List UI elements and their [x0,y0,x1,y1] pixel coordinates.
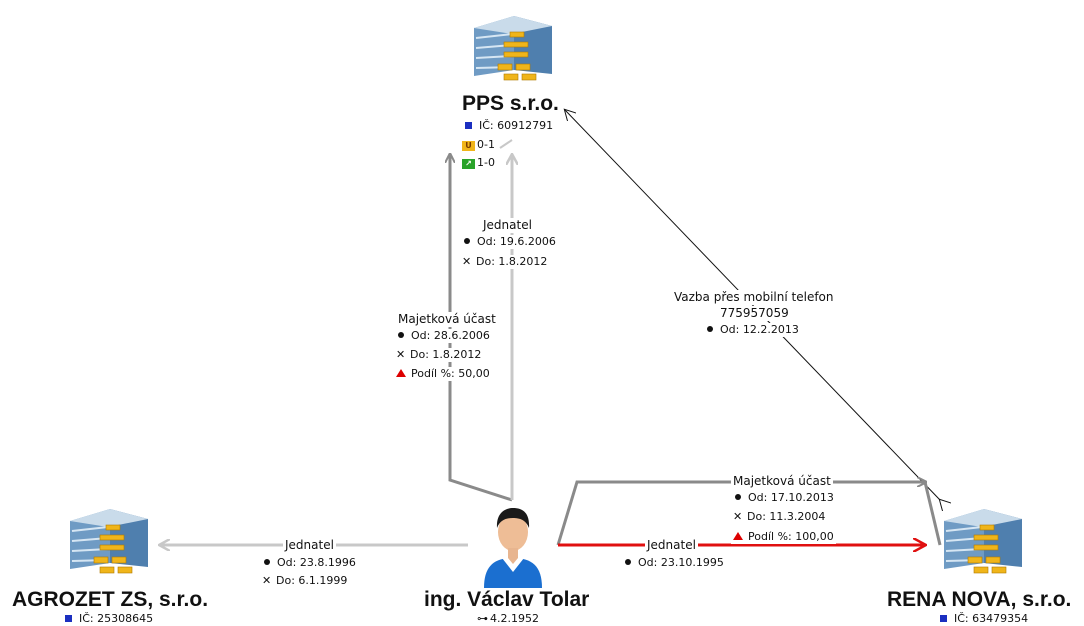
share-triangle-icon [733,532,743,540]
edge-label-title: Jednatel [481,218,534,233]
birth-icon: ⊶ [477,612,488,625]
end-x-icon: ✕ [462,255,472,268]
share-triangle-icon [396,369,406,377]
node-pps-name[interactable]: PPS s.r.o. [462,92,559,115]
warning-badge-icon: U [462,141,475,151]
edge-label-do: ✕Do: 1.8.2012 [460,255,550,269]
bullet-icon [264,559,270,565]
ic-square-icon [65,615,72,622]
bullet-icon [735,494,741,500]
node-agrozet-ic: IČ: 25308645 [65,612,153,626]
edge-label-do: ✕Do: 11.3.2004 [731,510,828,524]
ic-square-icon [465,122,472,129]
company-building-icon[interactable] [470,10,556,86]
node-person-name[interactable]: ing. Václav Tolar [424,588,590,611]
edge-label-podil: Podíl %: 100,00 [731,530,836,544]
edge-label-title: Vazba přes mobilní telefon [672,290,836,305]
bullet-icon [398,332,404,338]
edge-label-do: ✕Do: 1.8.2012 [394,348,484,362]
node-pps-badge2: ↗1-0 [462,156,495,170]
bullet-icon [625,559,631,565]
edge-person-rena-majetkova-return [923,481,942,546]
edge-label-title: Jednatel [645,538,698,553]
node-rena-ic: IČ: 63479354 [940,612,1028,626]
end-x-icon: ✕ [262,574,272,587]
company-building-icon[interactable] [940,503,1026,579]
end-x-icon: ✕ [733,510,743,523]
bullet-icon [464,238,470,244]
person-avatar-icon[interactable] [480,502,546,588]
edge-label-od: Od: 19.6.2006 [462,235,558,249]
node-pps-ic: IČ: 60912791 [465,119,553,133]
edge-label-od: Od: 28.6.2006 [396,329,492,343]
edge-label-podil: Podíl %: 50,00 [394,367,492,381]
edge-label-od: Od: 23.8.1996 [262,556,358,570]
edge-label-od: Od: 23.10.1995 [623,556,726,570]
edge-rena-pps-phone[interactable] [565,110,940,500]
edge-label-phone: 775957059 [718,306,791,321]
bullet-icon [707,326,713,332]
end-x-icon: ✕ [396,348,406,361]
edge-label-title: Majetková účast [731,474,833,489]
ic-square-icon [940,615,947,622]
node-rena-name[interactable]: RENA NOVA, s.r.o. [887,588,1072,611]
link-badge-icon: ↗ [462,159,475,169]
edge-label-title: Majetková účast [396,312,498,327]
edge-pps-connector [499,139,513,149]
edge-label-od: Od: 17.10.2013 [733,491,836,505]
node-person-birth: ⊶4.2.1952 [477,612,539,625]
company-building-icon[interactable] [66,503,152,579]
edge-label-od: Od: 12.2.2013 [705,323,801,337]
edge-person-pps-majetkova[interactable] [450,155,513,502]
edge-label-do: ✕Do: 6.1.1999 [260,574,350,588]
edge-label-title: Jednatel [283,538,336,553]
node-agrozet-name[interactable]: AGROZET ZS, s.r.o. [12,588,209,611]
